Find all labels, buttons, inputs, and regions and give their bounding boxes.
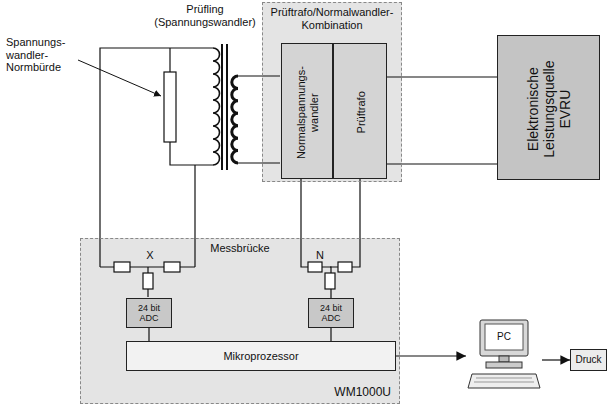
- wire: [148, 328, 149, 341]
- wire: [387, 77, 497, 164]
- signal-label: N: [313, 249, 327, 262]
- resistor-symbol: [143, 273, 153, 289]
- leader-arrow: [78, 60, 161, 96]
- signal-label: X: [143, 249, 157, 262]
- node-label: Normalspannungs- wandler: [295, 47, 320, 177]
- signal-arrow: [542, 359, 570, 360]
- printer-box: Druck: [570, 349, 607, 371]
- node-label: 24 bit ADC: [309, 303, 353, 324]
- screen: [485, 324, 523, 350]
- group-heading: Prüftrafo/Normalwandler- Kombination: [263, 6, 401, 31]
- process-box: Normalspannungs- wandler: [281, 43, 333, 179]
- wire: [169, 48, 170, 72]
- group-heading: Messbrücke: [81, 242, 399, 255]
- group-heading: WM1000U: [334, 386, 391, 400]
- signal-arrow: [396, 355, 466, 356]
- wire: [330, 328, 331, 341]
- burden-resistor: [164, 72, 176, 142]
- process-box: Prüftrafo: [333, 43, 387, 179]
- part-label: Spannungs- wandler- Normbürde: [6, 36, 78, 74]
- resistor-symbol: [114, 262, 130, 272]
- adc-box: 24 bit ADC: [308, 298, 354, 328]
- resistor-symbol: [164, 262, 180, 272]
- wire: [170, 142, 213, 165]
- node-label: Druck: [573, 354, 603, 366]
- group-region: Prüftrafo/Normalwandler- KombinationNorm…: [262, 2, 402, 182]
- computer-shape: [466, 318, 542, 392]
- keyboard-keys: [474, 378, 534, 382]
- adc-box: 24 bit ADC: [126, 298, 172, 328]
- wire: [194, 165, 195, 267]
- divider-wire: [330, 178, 360, 267]
- secondary-coil: [213, 48, 220, 165]
- node-label: PC: [485, 324, 523, 350]
- group-region: MessbrückeWM1000U 24 bit ADC 24 bit ADC Mik…: [80, 238, 400, 404]
- node-label: Mikroprozessor: [221, 350, 300, 363]
- resistor-symbol: [325, 273, 335, 289]
- transformer-core: [222, 44, 227, 170]
- resistor-symbol: [338, 262, 352, 272]
- transformer-coils: [213, 48, 238, 165]
- region-fill: [80, 238, 400, 404]
- processor-box: Mikroprozessor: [126, 341, 396, 371]
- computer-base: [486, 362, 522, 368]
- node-label: Elektronische Leistungsquelle EVRU: [525, 39, 573, 178]
- primary-wire: [238, 76, 280, 163]
- monitor-stand: [499, 356, 509, 362]
- region-fill: [262, 2, 402, 182]
- wire: [100, 48, 213, 267]
- node-label: 24 bit ADC: [127, 303, 171, 324]
- monitor: [480, 320, 528, 356]
- computer-icon: PC: [466, 318, 542, 392]
- node-label: Prüftrafo: [355, 47, 368, 177]
- keyboard: [468, 374, 540, 388]
- source-box: Elektronische Leistungsquelle EVRU: [497, 35, 600, 180]
- resistor-symbol: [308, 262, 322, 272]
- primary-coil: [232, 76, 238, 163]
- part-label: Prüfling (Spannungswandler): [150, 3, 260, 28]
